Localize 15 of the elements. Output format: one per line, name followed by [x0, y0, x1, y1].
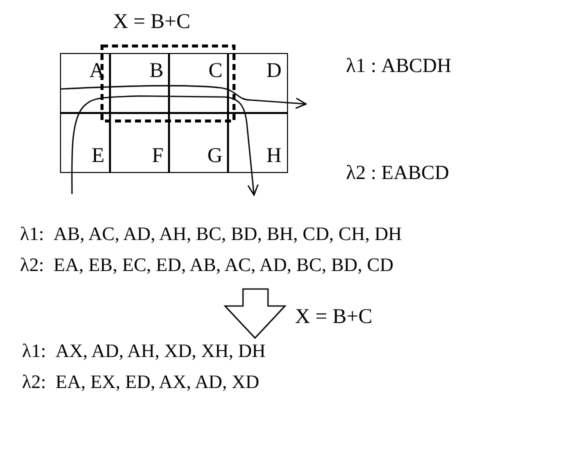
grid-cell: H: [227, 112, 288, 172]
grid-cell: B: [109, 53, 170, 114]
grid-cell: G: [168, 112, 228, 172]
pair-list: λ2: EA, EX, ED, AX, AD, XD: [22, 372, 260, 394]
grid-cell: C: [168, 53, 228, 114]
pair-list: λ2: EA, EB, EC, ED, AB, AC, AD, BC, BD, CD: [20, 255, 394, 277]
pair-list: λ1: AX, AD, AH, XD, XH, DH: [22, 341, 266, 363]
path-label: λ2 : EABCD: [346, 162, 450, 184]
grid-cell: D: [227, 53, 288, 114]
title-formula: X = B+C: [113, 10, 190, 32]
path-label: λ1 : ABCDH: [346, 55, 452, 77]
pair-list: λ1: AB, AC, AD, AH, BC, BD, BH, CD, CH, DH: [20, 224, 402, 246]
grid-cell: F: [109, 112, 170, 172]
grid-cell: E: [60, 112, 110, 172]
formula-text: X = B+C: [295, 305, 372, 327]
